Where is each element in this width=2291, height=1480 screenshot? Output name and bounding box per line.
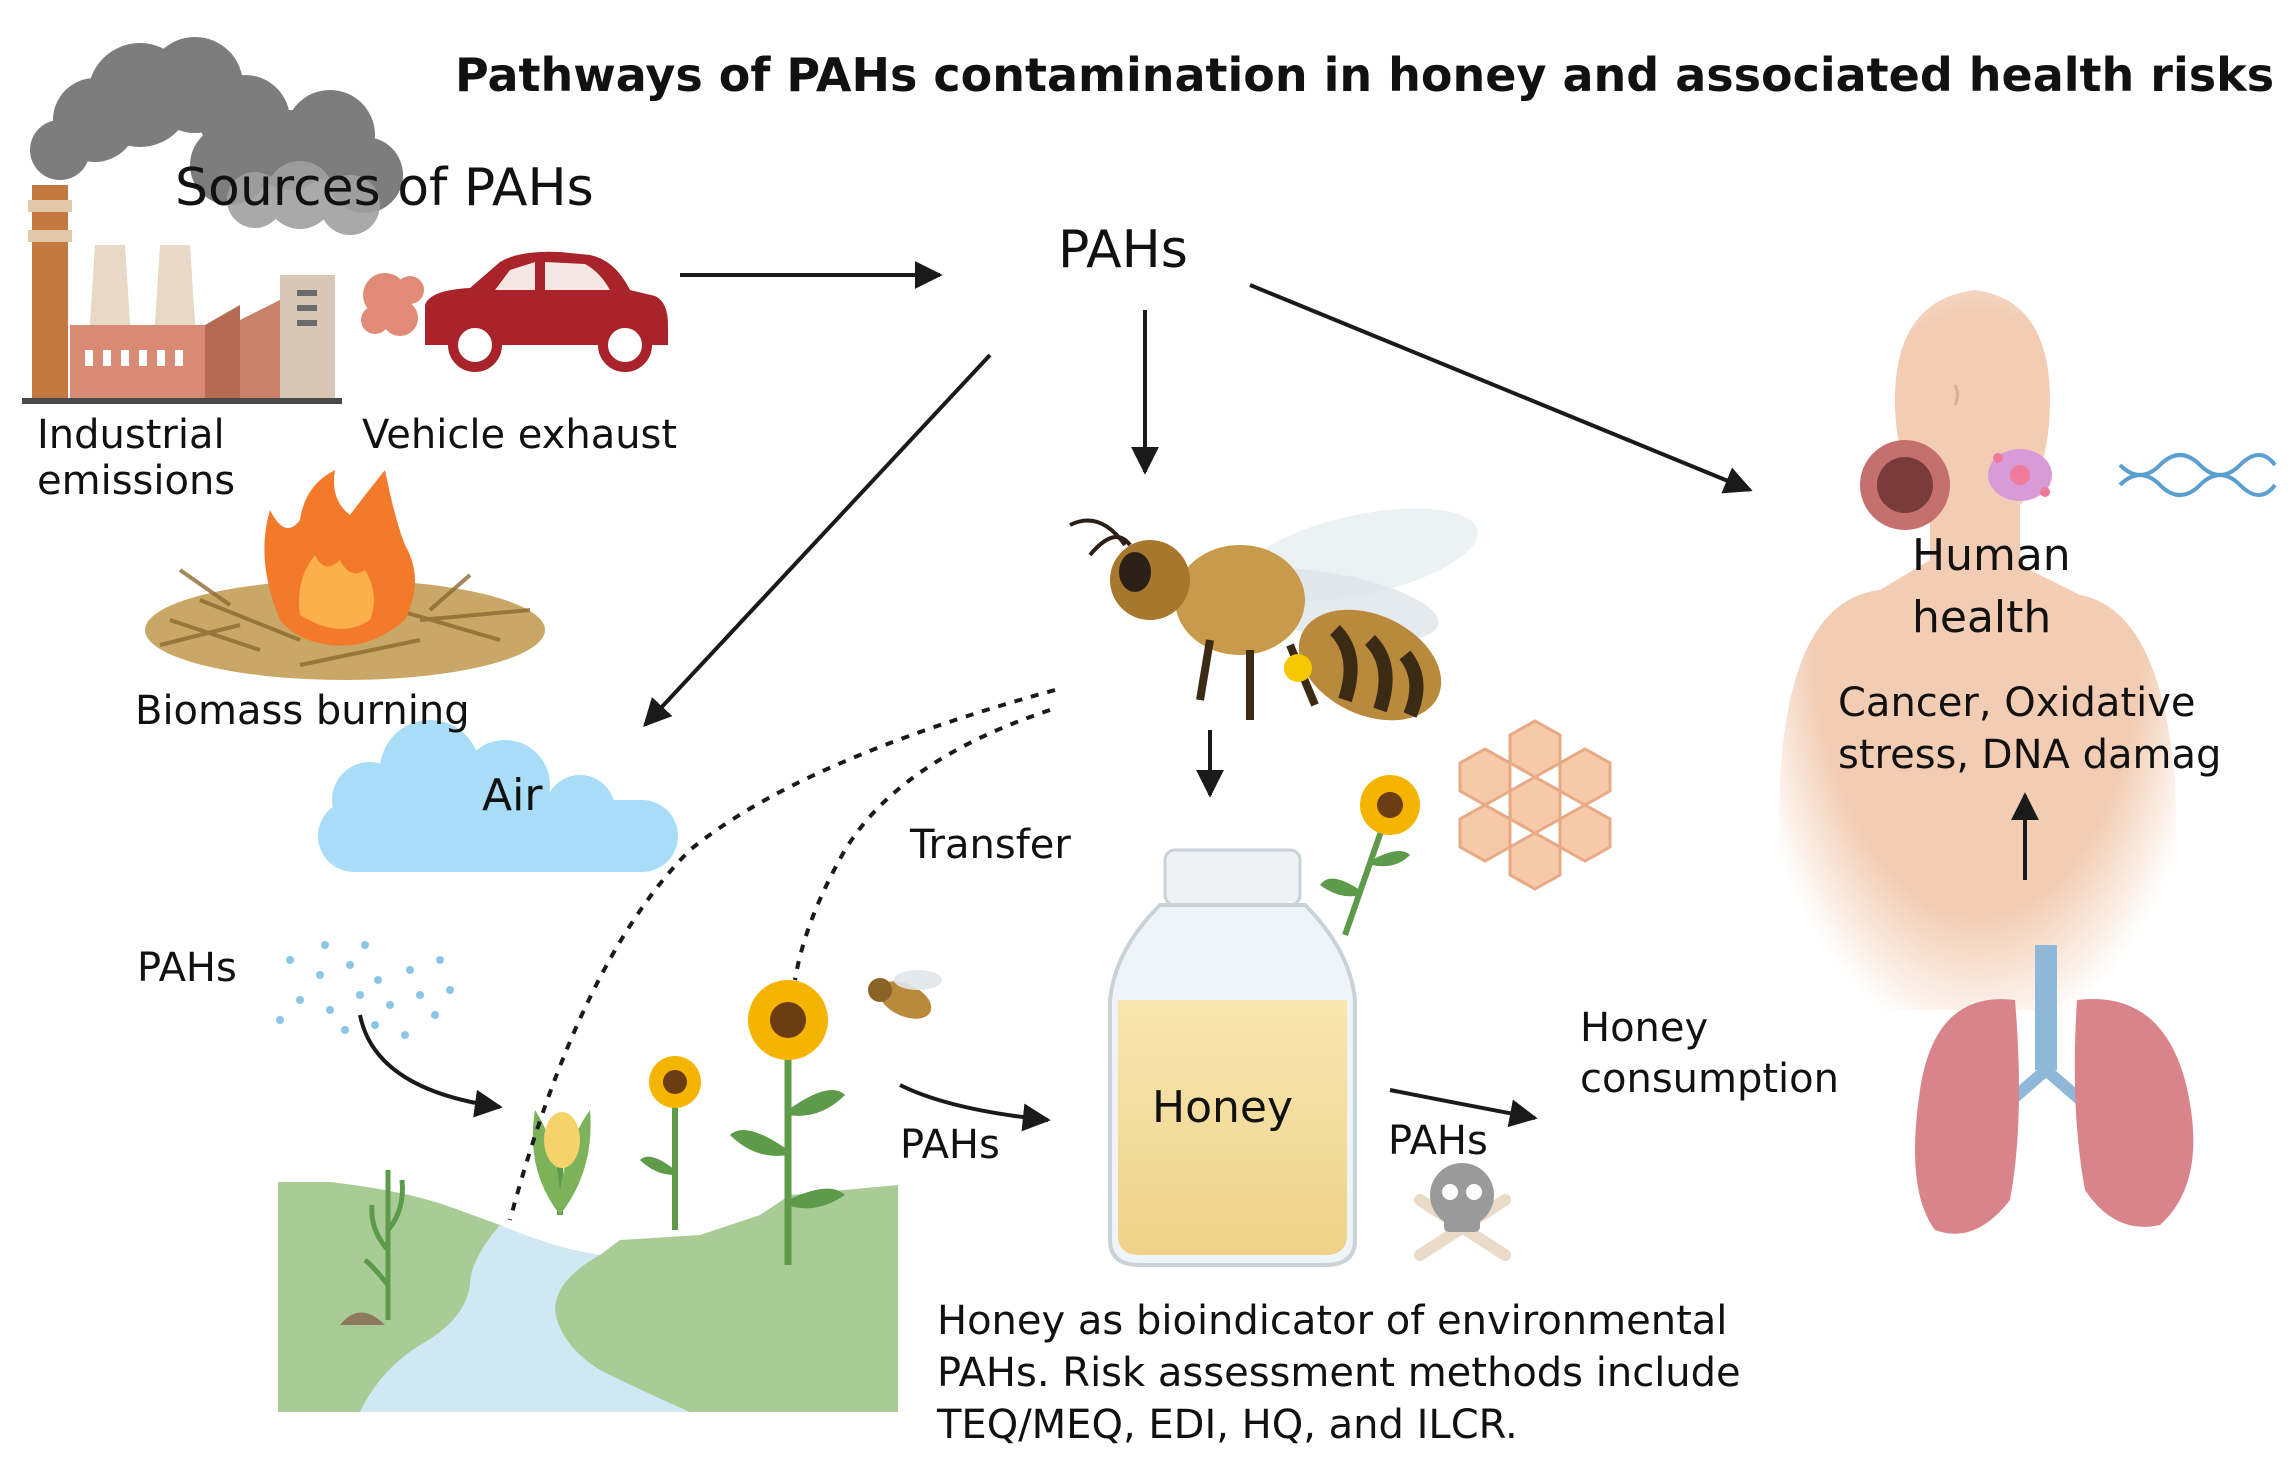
flow-arrows: [358, 261, 2039, 1221]
transfer-path-2: [793, 708, 1051, 981]
pahs-honey-to-consumption-label: PAHs: [1388, 1118, 1488, 1164]
arrow-honey-to-consumption: [1389, 1088, 1538, 1128]
biomass-burning-label: Biomass burning: [135, 688, 470, 734]
honey-jar-label: Honey: [1152, 1082, 1294, 1133]
human-health-label-line1: Human: [1912, 530, 2071, 581]
fire-icon: [145, 470, 545, 680]
ground-landscape: [278, 1170, 898, 1412]
cell-icon: [1988, 449, 2052, 501]
diagram-title: Pathways of PAHs contamination in honey …: [455, 48, 2275, 102]
arrow-particles-to-plant: [358, 1014, 503, 1118]
arrow-pahs-to-air: [643, 353, 992, 728]
cloud-icon: [318, 720, 678, 872]
pahs-particles: [276, 941, 454, 1039]
pahs-center-label: PAHs: [1058, 220, 1188, 280]
bee-icon: [868, 508, 1478, 1019]
health-effects-line2: stress, DNA damag: [1838, 732, 2222, 778]
pahs-particles-label: PAHs: [137, 945, 237, 991]
health-effects-line1: Cancer, Oxidative: [1838, 680, 2196, 726]
bioindicator-line2: PAHs. Risk assessment methods include: [937, 1350, 1741, 1396]
air-label: Air: [482, 770, 543, 821]
bioindicator-line1: Honey as bioindicator of environmental: [937, 1298, 1728, 1344]
bioindicator-line3: TEQ/MEQ, EDI, HQ, and ILCR.: [937, 1402, 1518, 1448]
exhaust-smoke-icon: [361, 273, 424, 336]
tumor-icon: [1860, 440, 1950, 530]
car-icon: [425, 251, 668, 372]
honeycomb-icon: [1458, 719, 1612, 891]
consumption-label-line2: consumption: [1580, 1056, 1839, 1102]
industrial-label-line2: emissions: [37, 458, 236, 504]
transfer-label: Transfer: [910, 822, 1071, 868]
human-torso-icon: [1779, 290, 2176, 1010]
lungs-icon: [1915, 945, 2194, 1234]
transfer-path-1: [508, 688, 1056, 1221]
arrow-plant-to-honey: [899, 1083, 1051, 1132]
honey-jar-icon: [1108, 848, 1357, 1267]
pahs-plant-to-honey-label: PAHs: [900, 1122, 1000, 1168]
vehicle-exhaust-label: Vehicle exhaust: [362, 412, 678, 458]
consumption-label-line1: Honey: [1580, 1005, 1709, 1051]
factory-icon: [22, 37, 403, 404]
dna-icon: [2118, 453, 2277, 497]
sources-heading: Sources of PAHs: [175, 158, 594, 218]
arrow-pahs-to-human: [1249, 283, 1753, 494]
sunflower-icon: [532, 775, 1420, 1265]
industrial-label-line1: Industrial: [37, 412, 225, 458]
human-health-label-line2: health: [1912, 592, 2052, 643]
skull-crossbones-icon: [1414, 1163, 1511, 1261]
